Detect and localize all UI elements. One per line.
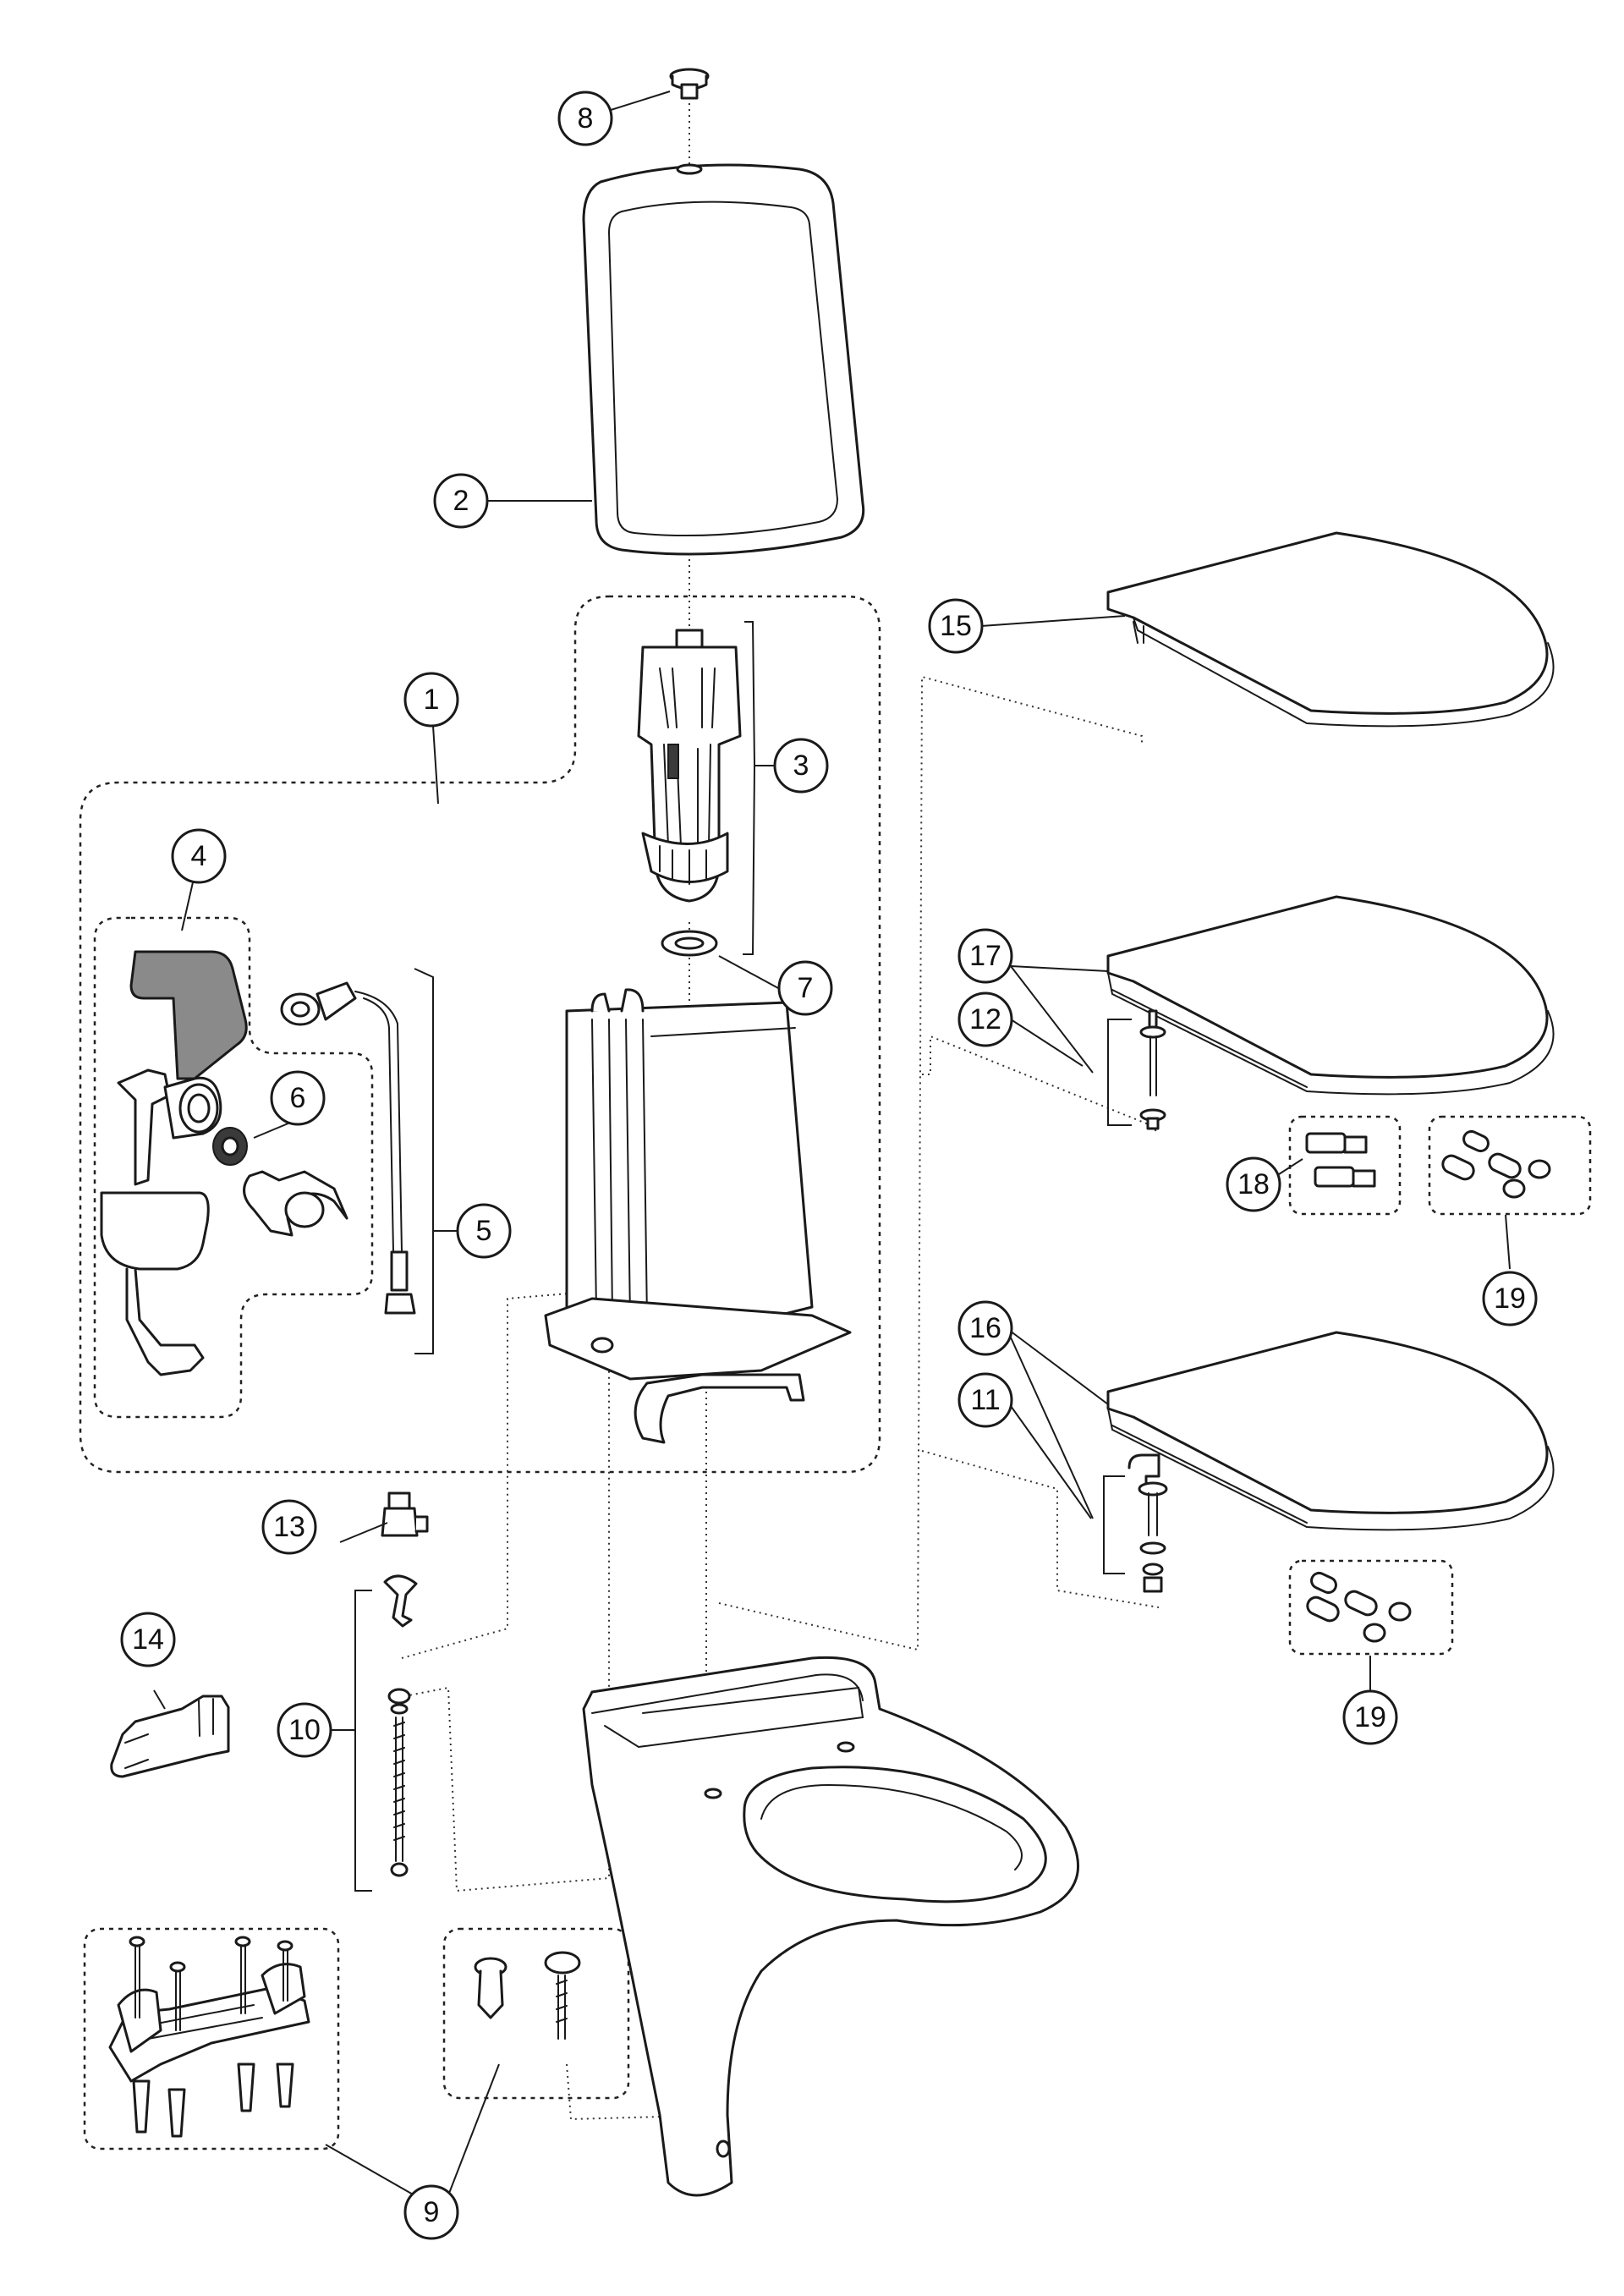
svg-text:9: 9 [424,2196,440,2228]
wall-bracket-part-14 [110,1695,230,1778]
svg-text:2: 2 [453,485,469,517]
callout-12: 12 [957,991,1013,1047]
svg-text:13: 13 [273,1511,305,1543]
svg-text:6: 6 [290,1082,306,1114]
supply-hose-part-5 [280,981,416,1315]
valve-float-clip [243,1170,348,1237]
callout-1: 1 [403,672,459,728]
svg-text:11: 11 [970,1384,1000,1416]
svg-text:1: 1 [424,684,440,716]
assembly-line-10 [401,1289,610,1659]
group-box-1 [79,595,881,1474]
group-box-18 [1288,1115,1402,1216]
adapter-bolts-part-18 [1305,1132,1376,1188]
callout-18: 18 [1226,1156,1281,1212]
callout-6: 6 [270,1070,326,1126]
callout-13: 13 [261,1499,317,1555]
svg-text:17: 17 [969,940,1001,972]
flush-valve-part-3 [637,629,742,903]
callout-14: 14 [120,1612,176,1667]
callout-11: 11 [957,1372,1013,1428]
group-box-19b [1288,1559,1454,1656]
wall-plugs [132,2063,294,2138]
floor-fixing-kit-part-9 [108,1936,310,2138]
svg-text:12: 12 [969,1003,1001,1035]
callout-4: 4 [171,828,227,884]
callout-9: 9 [403,2184,459,2240]
callout-2: 2 [433,473,489,529]
svg-text:3: 3 [793,750,809,782]
fixing-kit-part-10 [383,1574,418,1877]
group-box-4 [93,916,374,1419]
assembly-line-9 [566,2063,724,2149]
group-box-9-anchors [83,1927,340,2150]
cover-caps-part-9 [474,1951,581,2040]
svg-text:18: 18 [1237,1168,1270,1200]
callout-15: 15 [928,598,984,654]
callout-16: 16 [957,1300,1013,1356]
fill-valve-part-4 [100,950,248,1376]
rubber-pads-part-19a [1441,1129,1551,1199]
hinge-bolt-part-12 [1139,1009,1166,1130]
svg-text:8: 8 [578,102,594,135]
callout-17: 17 [957,928,1013,984]
anchor-screws [129,1936,294,2031]
toilet-seat-part-17 [1106,895,1555,1096]
valve-seal-part-6 [212,1127,248,1166]
callout-5: 5 [456,1203,512,1259]
leader-lines [153,91,1511,2196]
svg-text:4: 4 [191,840,207,872]
callout-7: 7 [777,960,833,1016]
callout-8: 8 [557,91,613,146]
toilet-seat-part-15 [1106,531,1555,728]
callout-10: 10 [277,1702,332,1758]
inner-tank-assembly [544,988,852,1444]
svg-text:19: 19 [1354,1701,1386,1733]
push-button-part-8 [669,68,710,100]
adjustment-knob-part-13 [381,1491,429,1537]
toilet-seat-part-16 [1106,1331,1555,1531]
rubber-pads-part-19b [1306,1571,1412,1643]
toilet-bowl [582,1656,1079,2197]
assembly-line-seat16 [921,1450,1160,1608]
svg-text:10: 10 [288,1714,321,1746]
svg-text:19: 19 [1494,1283,1526,1315]
cistern-tank-part-2 [582,163,865,556]
assembly-line-10b [403,1354,610,1892]
group-box-19a [1428,1115,1592,1216]
svg-text:7: 7 [798,972,814,1004]
group-box-9-caps [442,1927,630,2100]
svg-text:15: 15 [940,610,972,642]
assembly-line-seat17 [922,1035,1160,1134]
svg-text:14: 14 [132,1623,164,1656]
gasket-part-7 [661,930,718,957]
callout-19-upper: 19 [1482,1271,1538,1327]
callout-19-lower: 19 [1342,1689,1398,1745]
svg-text:16: 16 [969,1312,1001,1344]
hinge-bolt-part-11 [1127,1453,1168,1593]
callout-3: 3 [773,738,829,794]
svg-text:5: 5 [476,1215,492,1247]
